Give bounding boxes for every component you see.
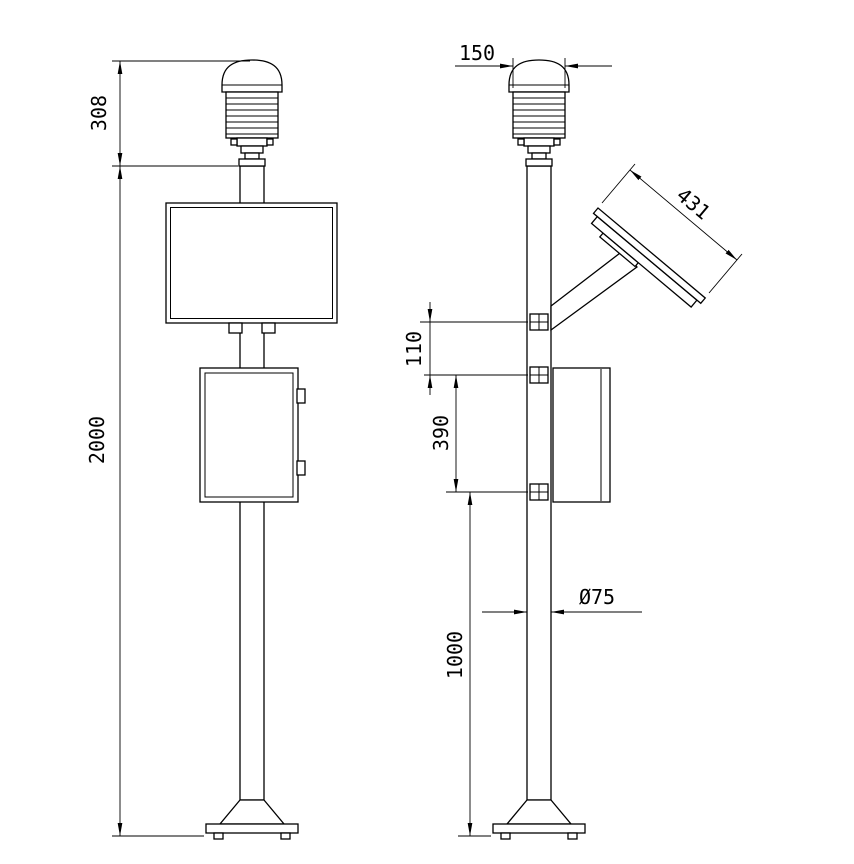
display-clamp-right <box>261 322 276 334</box>
base-gusset-side <box>505 799 573 825</box>
display-clamp-left <box>228 322 243 334</box>
dim-label-150: 150 <box>459 41 495 65</box>
pole-clamps <box>529 313 549 501</box>
base-foot-side-right <box>567 832 578 840</box>
control-box-door <box>204 372 294 498</box>
dim-label-1000: 1000 <box>443 631 467 679</box>
dim-label-2000: 2000 <box>85 416 109 464</box>
solar-panel <box>590 207 707 308</box>
panel-frame <box>590 215 698 308</box>
front-view <box>165 59 338 840</box>
display-panel <box>165 202 338 324</box>
sensor-head-front <box>221 59 283 167</box>
base-foot-front-right <box>280 832 291 840</box>
display-panel-inner-frame <box>170 207 333 319</box>
dimension-annotations: 308 2000 150 431 110 390 1000 <box>85 41 743 837</box>
box-hinge-bottom <box>296 460 306 476</box>
dim-label-110: 110 <box>402 331 426 367</box>
dim-label-308: 308 <box>87 95 111 131</box>
base-gusset-front <box>218 799 286 825</box>
dim-label-431: 431 <box>672 183 715 225</box>
dim-line-431 <box>629 169 738 261</box>
base-foot-front-left <box>213 832 224 840</box>
sensor-head-side <box>508 59 570 167</box>
box-hinge-top <box>296 388 306 404</box>
control-box <box>199 367 299 503</box>
panel-mounting-arm <box>550 249 638 332</box>
dim-label-dia75: Ø75 <box>579 585 615 609</box>
panel-glass <box>592 207 707 305</box>
side-view <box>492 59 707 840</box>
ext-line-panel-top <box>601 163 636 204</box>
ext-line-panel-bottom <box>708 253 743 294</box>
base-foot-side-left <box>500 832 511 840</box>
mounting-pole-side <box>526 165 552 801</box>
base-plate-front <box>205 823 299 834</box>
base-plate-side <box>492 823 586 834</box>
dim-label-390: 390 <box>429 415 453 451</box>
